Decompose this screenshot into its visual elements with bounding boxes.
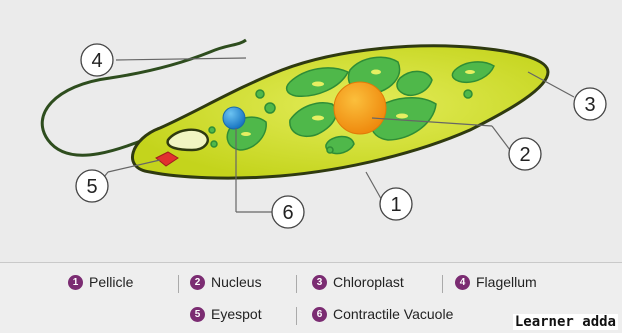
chloroplast xyxy=(327,147,333,153)
legend-label: Pellicle xyxy=(89,274,133,290)
leader-line-2b xyxy=(492,126,510,150)
contractile-vacuole xyxy=(223,107,245,129)
legend-badge: 3 xyxy=(312,275,327,290)
chloroplast xyxy=(256,90,264,98)
svg-text:5: 5 xyxy=(86,176,97,198)
legend-divider xyxy=(178,275,179,293)
legend-badge: 4 xyxy=(455,275,470,290)
chloroplast xyxy=(265,103,275,113)
legend-label: Chloroplast xyxy=(333,274,404,290)
svg-text:1: 1 xyxy=(390,194,401,216)
svg-text:4: 4 xyxy=(91,50,102,72)
legend-badge: 2 xyxy=(190,275,205,290)
legend-divider xyxy=(296,275,297,293)
watermark: Learner adda xyxy=(513,314,618,330)
callout-5: 5 xyxy=(76,170,108,202)
nucleus xyxy=(334,82,386,134)
legend-badge: 5 xyxy=(190,307,205,322)
legend-item-pellicle: 1 Pellicle xyxy=(68,274,133,290)
svg-text:2: 2 xyxy=(519,144,530,166)
chloroplast xyxy=(464,90,472,98)
leader-line-4 xyxy=(116,58,246,60)
chloroplast xyxy=(211,141,217,147)
legend-item-nucleus: 2 Nucleus xyxy=(190,274,262,290)
callout-3: 3 xyxy=(574,88,606,120)
euglena-illustration: 4 3 2 5 6 1 xyxy=(0,0,622,262)
legend-item-flagellum: 4 Flagellum xyxy=(455,274,537,290)
callout-2: 2 xyxy=(509,138,541,170)
legend-divider xyxy=(296,307,297,325)
svg-text:3: 3 xyxy=(584,94,595,116)
legend-label: Eyespot xyxy=(211,306,262,322)
legend-item-eyespot: 5 Eyespot xyxy=(190,306,262,322)
callout-1: 1 xyxy=(380,188,412,220)
legend-divider xyxy=(442,275,443,293)
callout-6: 6 xyxy=(272,196,304,228)
legend-label: Nucleus xyxy=(211,274,262,290)
legend-label: Contractile Vacuole xyxy=(333,306,453,322)
callout-4: 4 xyxy=(81,44,113,76)
legend-badge: 6 xyxy=(312,307,327,322)
svg-text:6: 6 xyxy=(282,202,293,224)
legend-item-chloroplast: 3 Chloroplast xyxy=(312,274,404,290)
legend-label: Flagellum xyxy=(476,274,537,290)
chloroplast xyxy=(209,127,215,133)
legend-item-contractile-vacuole: 6 Contractile Vacuole xyxy=(312,306,453,322)
legend-badge: 1 xyxy=(68,275,83,290)
